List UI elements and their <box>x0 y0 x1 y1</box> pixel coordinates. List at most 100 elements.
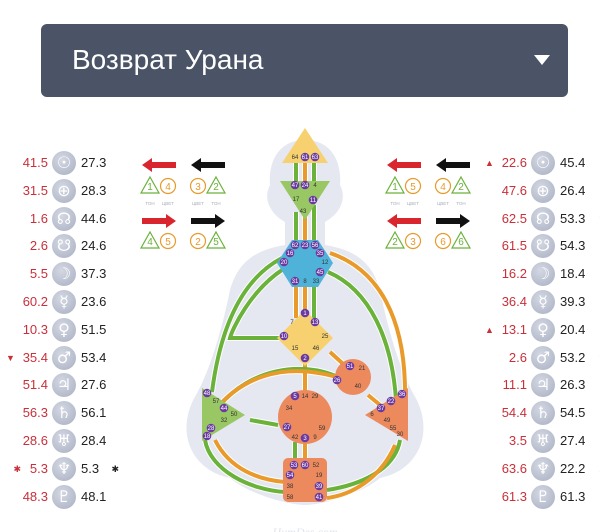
gate-marker <box>315 267 325 277</box>
gate-19: 19 <box>316 473 323 479</box>
gate-50: 50 <box>231 412 238 418</box>
black-marker-icon: ▼ <box>598 346 600 370</box>
planet-row-moon: 16.2☽18.4 <box>475 262 586 287</box>
design-value: 20.4 <box>560 321 586 337</box>
right-top-tone-value: 1 <box>392 182 398 193</box>
gate-64: 64 <box>292 155 299 161</box>
gate-57: 57 <box>213 399 220 405</box>
gate-marker <box>279 331 289 341</box>
black-marker-icon: ✱ <box>111 463 120 474</box>
channel <box>210 256 283 393</box>
moon-icon: ☽ <box>52 262 76 287</box>
personality-value: 16.2 <box>501 266 527 282</box>
gate-14: 14 <box>302 394 309 400</box>
gate-marker <box>300 308 310 318</box>
uranus-icon: ♅ <box>531 429 555 453</box>
design-value: 18.4 <box>560 266 586 282</box>
gate-34: 34 <box>286 406 293 412</box>
planet-row-south-node: 61.5☋54.3 <box>475 234 585 259</box>
chevron-down-icon[interactable] <box>534 55 550 65</box>
gate-7: 7 <box>290 320 294 326</box>
personality-value: 48.3 <box>22 488 48 504</box>
gate-13: 13 <box>312 320 319 326</box>
design-value: 26.4 <box>560 182 586 198</box>
personality-value: 28.6 <box>22 433 48 448</box>
uranus-icon: ♅ <box>52 429 76 453</box>
right-label: ТОН <box>456 201 465 206</box>
channel <box>326 444 397 500</box>
left-top-tone-value-triangle-icon <box>205 175 227 194</box>
venus-icon: ♀ <box>52 317 76 342</box>
gate-44: 44 <box>221 406 228 412</box>
gate-55: 55 <box>390 426 397 432</box>
left-bottom-tone-value: 5 <box>213 237 219 248</box>
left-bottom-red-arrow-icon <box>142 214 176 228</box>
personality-value: 47.6 <box>501 182 527 198</box>
g-center <box>277 310 333 366</box>
right-top-color-value: 4 <box>440 182 446 193</box>
left-bottom-tone-value-triangle-icon <box>205 230 227 249</box>
gate-45: 45 <box>317 270 324 276</box>
right-top-color-value: 5 <box>410 182 416 193</box>
gate-16: 16 <box>287 251 294 257</box>
gate-marker <box>308 195 318 205</box>
personality-value: 41.5 <box>22 155 48 170</box>
gate-18: 18 <box>204 434 211 440</box>
left-bottom-color-value: 5 <box>165 237 171 248</box>
sun-icon: ☉ <box>531 151 555 175</box>
gate-21: 21 <box>359 366 366 372</box>
venus-icon: ♀ <box>531 317 555 342</box>
gate-9: 9 <box>313 435 317 441</box>
gate-marker <box>315 248 325 258</box>
right-top-tone-value-triangle-icon <box>450 175 472 194</box>
gate-12: 12 <box>322 260 329 266</box>
planet-row-south-node: 2.6☋24.6 <box>0 234 106 259</box>
personality-value: 56.3 <box>22 405 48 421</box>
gate-63: 63 <box>312 155 319 161</box>
planet-row-mars: 35.4♂53.4▼ <box>0 345 106 370</box>
gate-59: 59 <box>319 426 326 432</box>
gate-3: 3 <box>303 436 307 442</box>
gate-39: 39 <box>316 484 323 490</box>
gate-51: 51 <box>347 364 354 370</box>
gate-marker <box>310 152 320 162</box>
left-label: ТОН <box>145 201 154 206</box>
personality-value: 35.4 <box>22 349 48 365</box>
right-top-color-value-circle-icon <box>404 177 422 195</box>
gate-marker <box>310 317 320 327</box>
left-top-color-value: 3 <box>195 182 201 193</box>
personality-value: 1.6 <box>29 210 48 226</box>
gate-marker <box>289 460 299 470</box>
gate-30: 30 <box>397 432 404 438</box>
left-bottom-black-arrow-icon <box>191 214 225 228</box>
dropdown-title: Возврат Урана <box>72 44 264 75</box>
personality-value: 60.2 <box>22 294 48 309</box>
mercury-icon: ☿ <box>531 290 555 314</box>
gate-53: 53 <box>291 463 298 469</box>
design-value: 61.3 <box>560 488 586 504</box>
gate-35: 35 <box>317 251 324 257</box>
gate-52: 52 <box>313 463 320 469</box>
sacral-center <box>278 390 332 444</box>
chart-type-dropdown[interactable]: Возврат Урана <box>41 24 568 97</box>
planet-row-jupiter: 11.1♃26.3 <box>475 373 585 398</box>
gate-marker <box>290 391 300 401</box>
planet-row-mars: 2.6♂53.2▼ <box>475 345 600 370</box>
pluto-icon: ♇ <box>52 484 76 509</box>
design-value: 45.4 <box>560 155 586 170</box>
personality-value: 3.5 <box>508 433 527 448</box>
channel <box>249 418 279 427</box>
left-top-red-arrow-icon <box>142 158 176 172</box>
gate-25: 25 <box>322 334 329 340</box>
personality-value: 54.4 <box>501 405 527 421</box>
saturn-icon: ♄ <box>531 401 555 426</box>
gate-11: 11 <box>310 198 317 204</box>
planet-row-venus: 10.3♀51.5 <box>0 317 106 342</box>
planet-row-pluto: 48.3♇48.1 <box>0 484 106 509</box>
gate-marker <box>345 361 355 371</box>
gate-15: 15 <box>292 346 299 352</box>
north-node-icon: ☊ <box>52 206 76 231</box>
gate-62: 62 <box>292 243 299 249</box>
gate-22: 22 <box>388 399 395 405</box>
jupiter-icon: ♃ <box>531 373 555 398</box>
